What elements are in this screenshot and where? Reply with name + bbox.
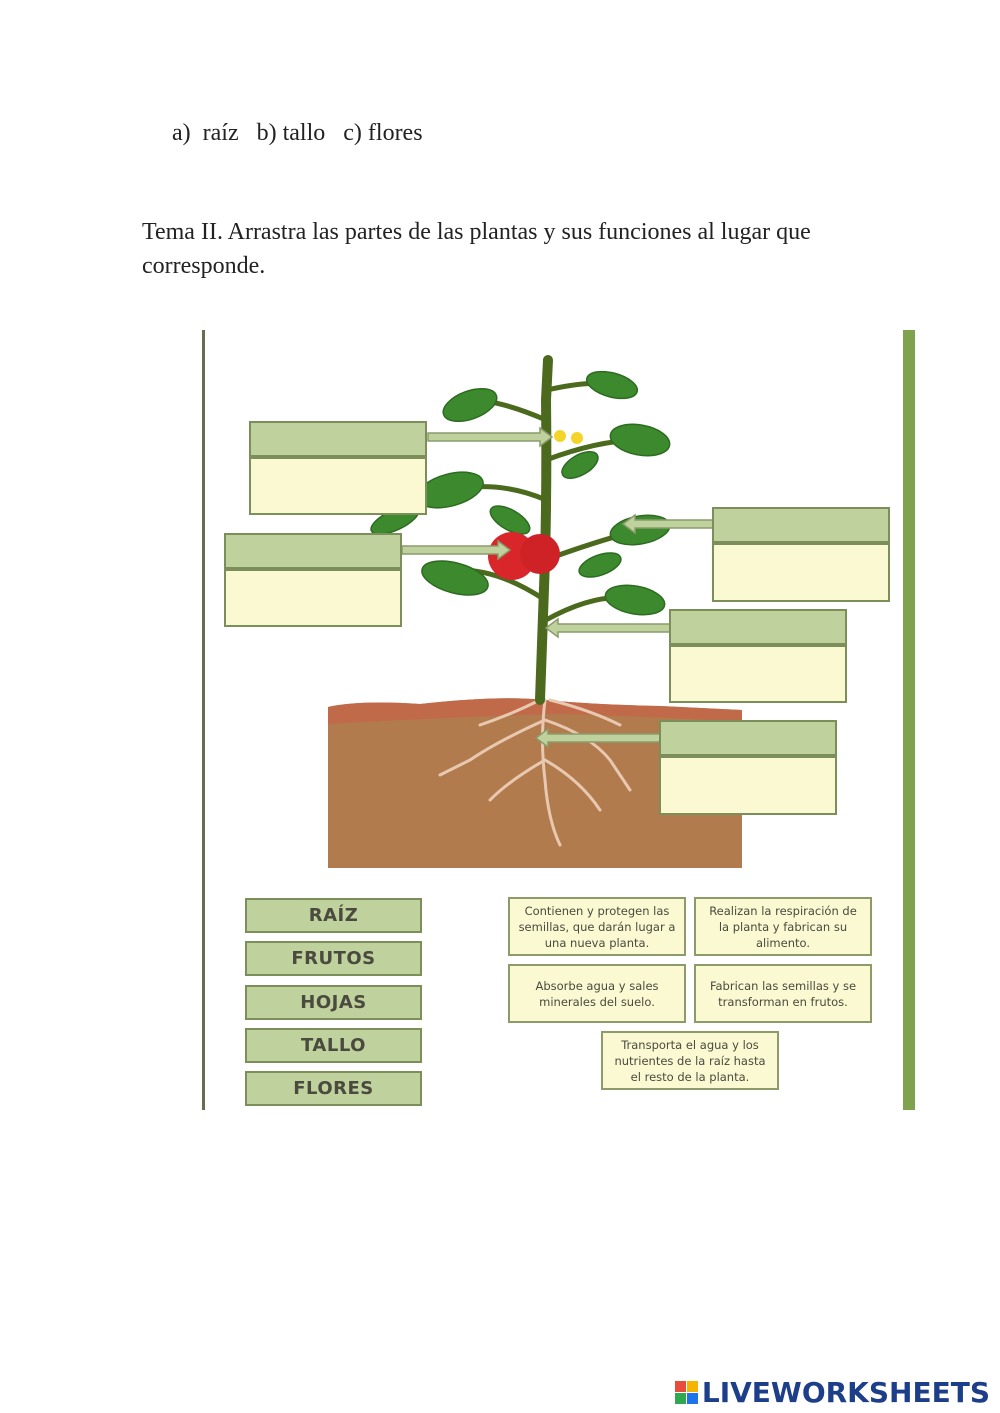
draggable-function-card[interactable]: Fabrican las semillas y se transforman e…: [694, 964, 872, 1023]
liveworksheets-brand: LIVEWORKSHEETS: [674, 1376, 990, 1409]
drop-target-fruits-name[interactable]: [224, 533, 402, 569]
draggable-label-raiz[interactable]: RAÍZ: [245, 898, 422, 933]
draggable-function-card[interactable]: Absorbe agua y sales minerales del suelo…: [508, 964, 686, 1023]
draggable-label-tallo[interactable]: TALLO: [245, 1028, 422, 1063]
draggable-function-card[interactable]: Transporta el agua y los nutrientes de l…: [601, 1031, 779, 1090]
draggable-label-frutos[interactable]: FRUTOS: [245, 941, 422, 976]
drop-target-flowers-name[interactable]: [249, 421, 427, 457]
leaves: [370, 370, 671, 616]
draggable-label-flores[interactable]: FLORES: [245, 1071, 422, 1106]
drop-target-root-name[interactable]: [659, 720, 837, 756]
drop-target-leaves-name[interactable]: [712, 507, 890, 543]
pointer-arrows: [401, 426, 714, 749]
tomato: [520, 534, 560, 574]
soil-top: [328, 698, 742, 724]
instruction-text: Tema II. Arrastra las partes de las plan…: [142, 219, 811, 279]
diagram-border-left: [202, 330, 205, 1110]
stem: [535, 355, 553, 705]
diagram-border-right: [903, 330, 915, 1110]
drop-target-root-function[interactable]: [659, 756, 837, 815]
draggable-function-card[interactable]: Realizan la respiración de la planta y f…: [694, 897, 872, 956]
drop-target-flowers-function[interactable]: [249, 457, 427, 515]
liveworksheets-logo-icon: [674, 1381, 698, 1404]
flowers: [554, 430, 583, 444]
drop-target-stem-function[interactable]: [669, 645, 847, 703]
answer-options: a) raíz b) tallo c) flores: [172, 120, 423, 146]
brand-name: LIVEWORKSHEETS: [701, 1376, 990, 1409]
draggable-label-hojas[interactable]: HOJAS: [245, 985, 422, 1020]
roots: [438, 698, 632, 847]
drop-target-fruits-function[interactable]: [224, 569, 402, 627]
drop-target-leaves-function[interactable]: [712, 543, 890, 602]
drop-target-stem-name[interactable]: [669, 609, 847, 645]
draggable-function-card[interactable]: Contienen y protegen las semillas, que d…: [508, 897, 686, 956]
